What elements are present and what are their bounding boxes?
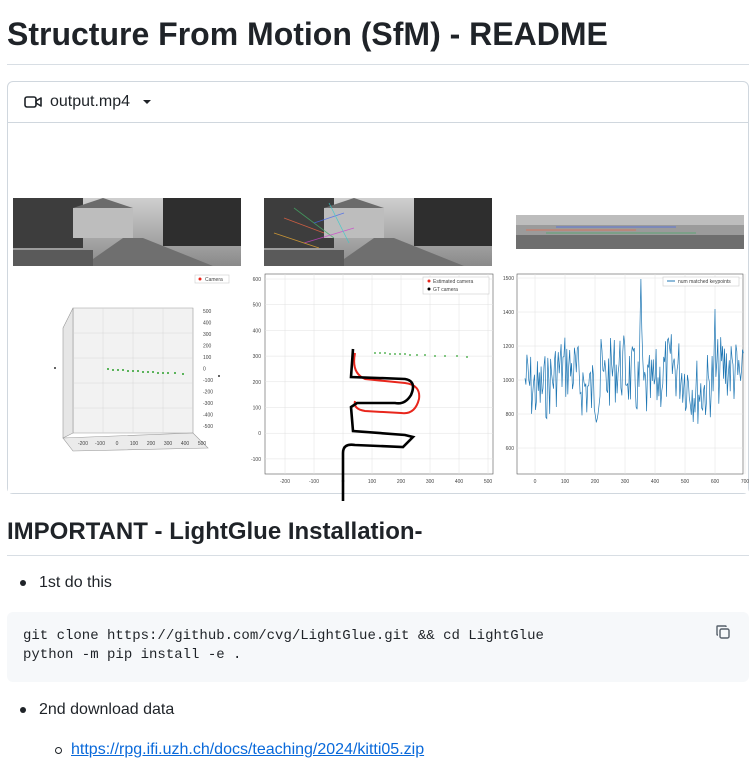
trajectory-x-tick: -100	[309, 479, 319, 485]
keypoints-x-tick: 700	[741, 479, 750, 485]
page-title: Structure From Motion (SfM) - README	[7, 16, 608, 52]
keypoints-x-tick: 400	[651, 479, 660, 485]
trajectory-y-tick: -100	[251, 457, 261, 463]
trajectory-x-tick: 400	[455, 479, 464, 485]
cloud-x-tick: 0	[116, 441, 119, 447]
copy-icon[interactable]	[715, 624, 735, 644]
point-cloud-plot: Camera -200-10	[54, 274, 230, 452]
camera-legend-label: Camera	[205, 277, 223, 283]
video-player[interactable]: output.mp4	[7, 81, 749, 501]
gt-legend-label: GT camera	[433, 287, 458, 293]
trajectory-x-tick: -200	[280, 479, 290, 485]
cloud-z-tick: 0	[203, 367, 206, 373]
data-download-link[interactable]: https://rpg.ifi.uzh.ch/docs/teaching/202…	[71, 741, 425, 758]
keypoints-x-tick: 300	[621, 479, 630, 485]
keypoints-x-tick: 600	[711, 479, 720, 485]
keypoints-x-tick: 100	[561, 479, 570, 485]
keypoints-x-tick: 500	[681, 479, 690, 485]
camera-frame-1	[13, 198, 241, 266]
cloud-z-tick: 300	[203, 332, 212, 338]
code-line: python -m pip install -e .	[23, 647, 242, 663]
trajectory-y-tick: 200	[253, 380, 262, 386]
keypoints-y-tick: 800	[506, 412, 515, 418]
trajectory-y-tick: 600	[253, 277, 262, 283]
keypoints-y-tick: 1500	[503, 276, 514, 282]
cloud-x-tick: 300	[164, 441, 173, 447]
cloud-z-tick: 500	[203, 309, 212, 315]
trajectory-x-tick: 100	[368, 479, 377, 485]
trajectory-y-tick: 0	[258, 431, 261, 437]
step-1-text: 1st do this	[39, 574, 112, 591]
video-file-name[interactable]: output.mp4	[50, 93, 131, 110]
code-block: git clone https://github.com/cvg/LightGl…	[7, 612, 749, 682]
sublist-bullet	[55, 747, 62, 754]
cloud-x-tick: 400	[181, 441, 190, 447]
cloud-z-tick: 400	[203, 321, 212, 327]
cloud-z-tick: 100	[203, 355, 212, 361]
cloud-x-tick: 200	[147, 441, 156, 447]
keypoints-y-tick: 1000	[503, 378, 514, 384]
video-icon	[24, 95, 42, 109]
keypoints-plot: 1500 1400 1200 1000 800 600 0 100 200 300 400 500 6…	[503, 273, 749, 485]
code-line: git clone https://github.com/cvg/LightGl…	[23, 628, 544, 644]
cloud-z-tick: -300	[203, 401, 213, 407]
cloud-z-tick: -200	[203, 390, 213, 396]
caret-down-icon[interactable]	[142, 99, 152, 105]
camera-frame-2	[264, 198, 492, 266]
trajectory-x-tick: 300	[426, 479, 435, 485]
trajectory-y-tick: 300	[253, 354, 262, 360]
keypoints-x-tick: 0	[534, 479, 537, 485]
cloud-z-tick: -100	[203, 378, 213, 384]
title-divider	[7, 64, 749, 65]
trajectory-x-tick: 200	[397, 479, 406, 485]
keypoints-legend-label: num matched keypoints	[678, 279, 731, 285]
cloud-x-tick: 500	[198, 441, 207, 447]
list-bullet	[20, 580, 26, 586]
keypoints-y-tick: 600	[506, 446, 515, 452]
list-bullet	[20, 707, 26, 713]
trajectory-y-tick: 400	[253, 328, 262, 334]
rectified-strip	[516, 215, 744, 249]
section-divider	[7, 555, 749, 556]
trajectory-x-tick: 500	[484, 479, 493, 485]
estimated-legend-label: Estimated camera	[433, 279, 474, 285]
cloud-x-tick: -200	[78, 441, 88, 447]
cloud-z-tick: -400	[203, 413, 213, 419]
video-header[interactable]: output.mp4	[8, 82, 748, 123]
keypoints-x-tick: 200	[591, 479, 600, 485]
trajectory-y-tick: 100	[253, 406, 262, 412]
cloud-x-tick: -100	[95, 441, 105, 447]
section-heading: IMPORTANT - LightGlue Installation-	[7, 518, 423, 545]
keypoints-y-tick: 1400	[503, 310, 514, 316]
cloud-z-tick: -500	[203, 424, 213, 430]
trajectory-y-tick: 500	[253, 303, 262, 309]
cloud-x-tick: 100	[130, 441, 139, 447]
keypoints-y-tick: 1200	[503, 344, 514, 350]
cloud-z-tick: 200	[203, 344, 212, 350]
step-2-text: 2nd download data	[39, 701, 175, 718]
video-frame[interactable]: Camera -200-10	[8, 123, 749, 501]
